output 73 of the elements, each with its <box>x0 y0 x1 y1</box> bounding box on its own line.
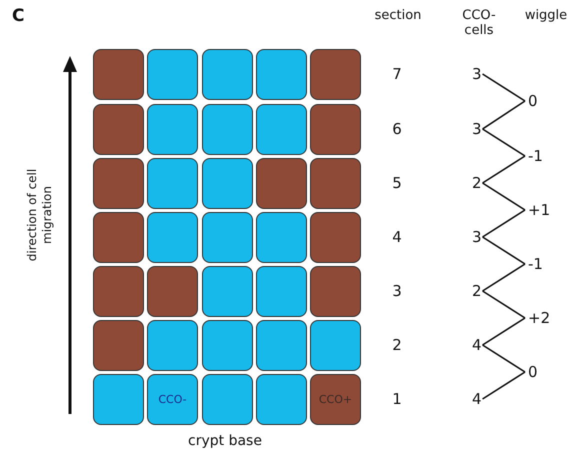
cell-square <box>310 266 361 317</box>
cell-square <box>256 104 307 155</box>
cell-square <box>93 212 144 263</box>
zigzag-line <box>482 182 526 211</box>
zigzag-line <box>482 73 526 102</box>
cell-count: 2 <box>472 174 482 192</box>
zigzag-line <box>482 371 526 400</box>
cell-count: 2 <box>472 282 482 300</box>
cell-square <box>147 266 198 317</box>
zigzag-line <box>482 344 526 373</box>
wiggle-value: 0 <box>525 363 538 381</box>
section-number: 3 <box>391 282 403 300</box>
cell-square <box>147 49 198 100</box>
cell-square <box>93 158 144 209</box>
cell-square <box>310 104 361 155</box>
cell-square <box>147 320 198 371</box>
cell-square <box>256 320 307 371</box>
labeled-cell: CCO- <box>147 374 198 425</box>
panel-letter: C <box>12 6 26 26</box>
cell-count: 4 <box>472 336 482 354</box>
cell-count: 3 <box>472 228 482 246</box>
cell-square <box>310 320 361 371</box>
cell-count: 4 <box>472 390 482 408</box>
wiggle-value: -1 <box>525 147 543 165</box>
column-header: section <box>374 8 422 23</box>
cell-square <box>310 49 361 100</box>
cell-count: 3 <box>472 65 482 83</box>
cell-square <box>93 104 144 155</box>
cell-square <box>202 49 253 100</box>
cell-square <box>147 212 198 263</box>
wiggle-value: -1 <box>525 255 543 273</box>
zigzag-line <box>482 128 526 157</box>
axis-label: direction of cell migration <box>25 168 55 264</box>
wiggle-value: +1 <box>525 201 550 219</box>
section-number: 6 <box>391 120 403 138</box>
section-number: 4 <box>391 228 403 246</box>
cell-square <box>256 49 307 100</box>
cell-square <box>93 266 144 317</box>
column-header: wiggle <box>524 8 568 23</box>
section-number: 7 <box>391 65 403 83</box>
zigzag-line <box>482 290 526 319</box>
cell-square <box>310 212 361 263</box>
cell-square <box>93 49 144 100</box>
zigzag-line <box>482 100 526 130</box>
zigzag-line <box>482 317 526 346</box>
section-number: 1 <box>391 390 403 408</box>
cell-square <box>93 320 144 371</box>
cell-square <box>256 374 307 425</box>
cell-square <box>310 158 361 209</box>
wiggle-value: 0 <box>525 92 538 110</box>
cell-square <box>202 320 253 371</box>
cell-square <box>147 104 198 155</box>
zigzag-line <box>482 236 526 265</box>
section-number: 2 <box>391 336 403 354</box>
cell-square <box>256 212 307 263</box>
section-number: 5 <box>391 174 403 192</box>
cell-square <box>202 212 253 263</box>
cell-square <box>256 158 307 209</box>
zigzag-line <box>482 155 526 184</box>
labeled-cell: CCO+ <box>310 374 361 425</box>
column-header: CCO- cells <box>461 8 497 38</box>
wiggle-value: +2 <box>525 309 550 327</box>
cell-square <box>202 158 253 209</box>
cell-count: 3 <box>472 120 482 138</box>
zigzag-line <box>482 209 526 238</box>
cell-square <box>256 266 307 317</box>
cell-square <box>147 158 198 209</box>
cell-square <box>202 266 253 317</box>
zigzag-line <box>482 263 526 292</box>
cell-square <box>202 104 253 155</box>
axis-label: crypt base <box>187 434 263 449</box>
cell-square <box>93 374 144 425</box>
cell-square <box>202 374 253 425</box>
